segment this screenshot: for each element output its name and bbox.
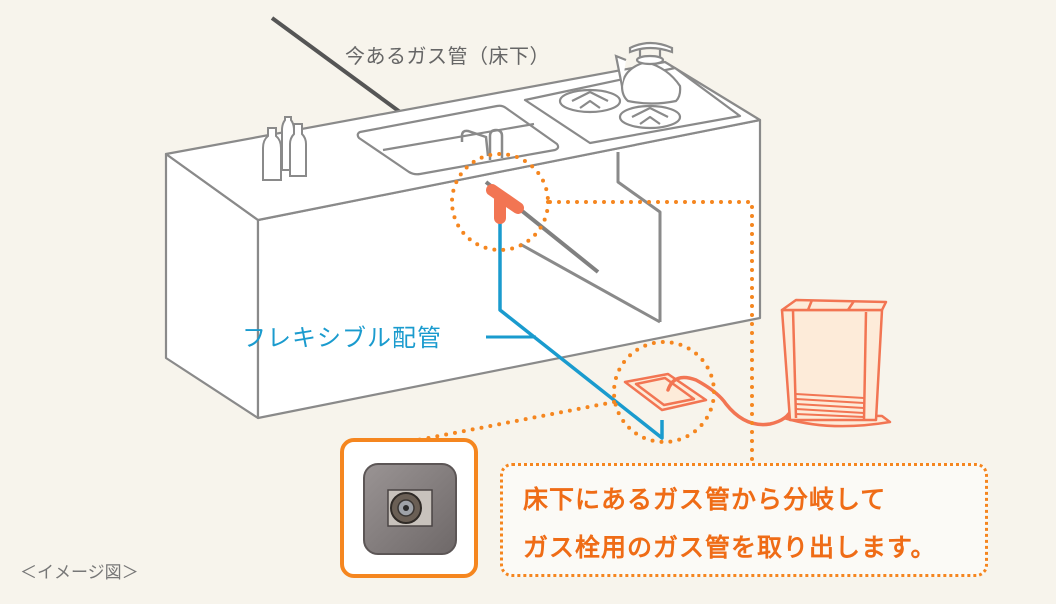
gas-cock-icon bbox=[363, 463, 457, 555]
floor-gas-outlet bbox=[623, 372, 708, 412]
outlet-highlight-circle bbox=[612, 340, 716, 444]
t-fitting bbox=[486, 184, 524, 224]
stove bbox=[523, 66, 742, 145]
existing-gas-pipe-label: 今あるガス管（床下） bbox=[345, 44, 550, 68]
callout-line-1: 床下にあるガス管から分岐して bbox=[523, 485, 887, 514]
fan-heater bbox=[780, 298, 892, 428]
flexible-pipe bbox=[498, 222, 664, 440]
gas-cock-photo bbox=[340, 438, 478, 578]
callout-line-2: ガス栓用のガス管を取り出します。 bbox=[523, 533, 937, 562]
dotted-highlights bbox=[416, 152, 754, 470]
cabinet-opening bbox=[519, 152, 662, 324]
faucet bbox=[460, 128, 504, 160]
flexible-pipe-label: フレキシブル配管 bbox=[242, 324, 442, 352]
bottles bbox=[262, 116, 307, 181]
sink bbox=[356, 104, 560, 176]
existing-gas-pipe bbox=[270, 16, 402, 114]
kettle bbox=[614, 41, 682, 105]
heater-hose bbox=[666, 375, 794, 427]
explanation-callout: 床下にあるガス管から分岐して ガス栓用のガス管を取り出します。 bbox=[500, 463, 988, 577]
image-caption: ＜イメージ図＞ bbox=[20, 563, 139, 583]
